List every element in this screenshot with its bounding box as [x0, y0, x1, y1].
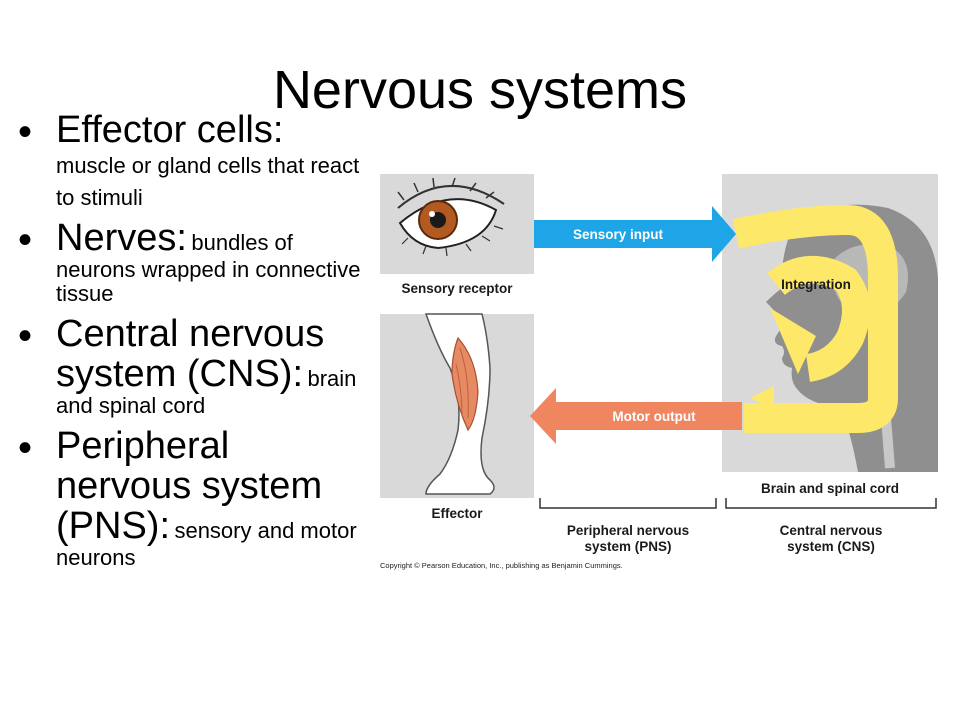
- motor-output-arrow: Motor output: [530, 388, 742, 444]
- cns-bracket: [725, 498, 937, 509]
- bullet-term: Nerves:: [56, 217, 187, 259]
- bullet-desc: sensory and motor neurons: [56, 518, 357, 570]
- eye-icon: [397, 177, 505, 257]
- motor-output-label: Motor output: [612, 409, 696, 424]
- bullet-effector-cells: • Effector cells: muscle or gland cells …: [18, 110, 368, 214]
- effector-panel: Effector: [380, 313, 534, 521]
- bullet-dot: •: [18, 426, 33, 470]
- bullet-dot: •: [18, 110, 33, 154]
- sensory-receptor-panel: Sensory receptor: [380, 174, 534, 296]
- bullet-pns: • Peripheral nervous system (PNS): senso…: [18, 426, 368, 570]
- integration-arrowhead: [770, 308, 816, 374]
- pns-bracket: [539, 498, 717, 509]
- nervous-system-diagram: Sensory receptor Effector Sensory input …: [380, 174, 938, 570]
- cns-label-line2: system (CNS): [787, 539, 875, 554]
- cns-label-line1: Central nervous: [780, 523, 883, 538]
- brain-spinal-label: Brain and spinal cord: [761, 481, 899, 496]
- sensory-receptor-label: Sensory receptor: [401, 281, 513, 296]
- bullet-term: Central nervous system (CNS):: [56, 313, 325, 395]
- copyright-text: Copyright © Pearson Education, Inc., pub…: [380, 561, 623, 570]
- pns-label-line1: Peripheral nervous: [567, 523, 689, 538]
- bullet-desc: muscle or gland cells that react to stim…: [56, 153, 360, 210]
- integration-loop: Integration: [732, 205, 898, 433]
- bullet-cns: • Central nervous system (CNS): brain an…: [18, 314, 368, 418]
- bullet-term: Effector cells:: [56, 109, 284, 151]
- bullet-desc: brain and spinal cord: [56, 366, 357, 418]
- effector-label: Effector: [431, 506, 483, 521]
- leg-icon: [424, 313, 495, 495]
- bullet-list: • Effector cells: muscle or gland cells …: [18, 110, 368, 570]
- bullet-desc: bundles of neurons wrapped in connective…: [56, 230, 361, 306]
- sensory-input-label: Sensory input: [573, 227, 664, 242]
- slide-title: Nervous systems: [272, 60, 688, 120]
- bullet-dot: •: [18, 314, 33, 358]
- bullet-dot: •: [18, 218, 33, 262]
- bullet-term: Peripheral nervous system (PNS):: [56, 425, 323, 547]
- integration-label: Integration: [781, 277, 851, 292]
- bullet-nerves: • Nerves: bundles of neurons wrapped in …: [18, 218, 368, 306]
- pns-label-line2: system (PNS): [584, 539, 671, 554]
- sensory-input-arrow: Sensory input: [534, 206, 736, 262]
- integration-arrowhead: [750, 386, 774, 410]
